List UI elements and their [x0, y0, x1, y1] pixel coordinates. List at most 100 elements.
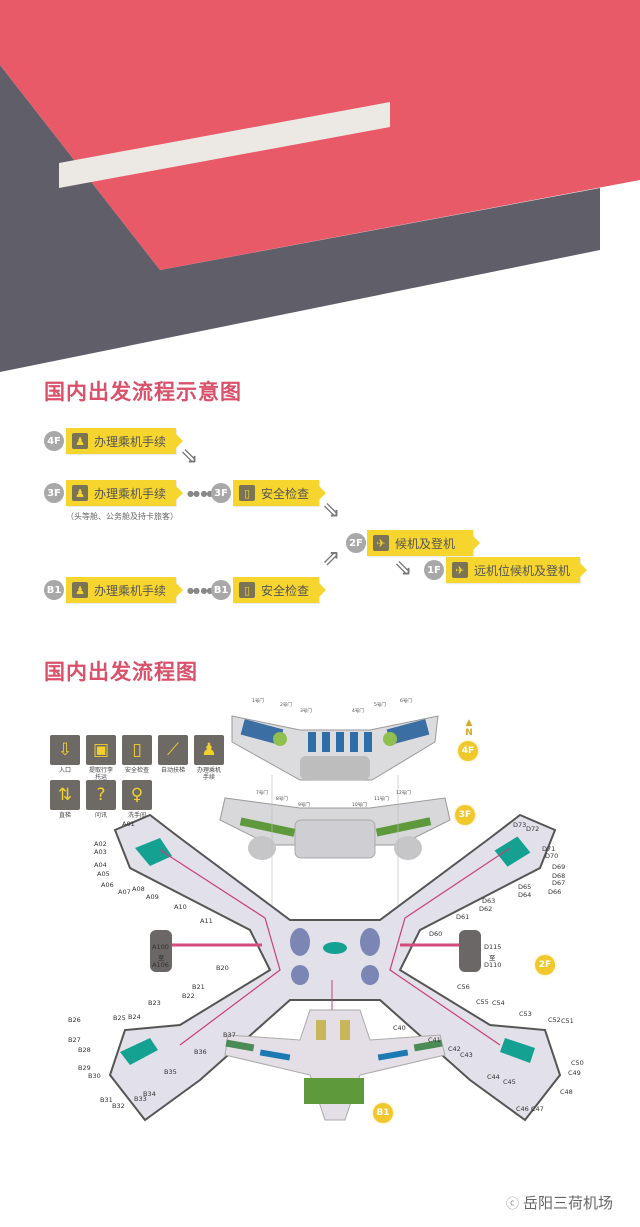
remote-stand-label: D110: [484, 961, 502, 969]
escalator-down-icon: ⇘: [322, 498, 341, 523]
gate-label: C56: [457, 983, 470, 991]
gate-label: A10: [174, 903, 187, 911]
gate-label: C52: [548, 1016, 561, 1024]
gate-label: B30: [88, 1072, 101, 1080]
floor-badge-3f: 3F: [455, 805, 475, 825]
gate-label: C50: [571, 1059, 584, 1067]
terminal-map: [108, 715, 562, 1122]
security-icon: ▯: [239, 485, 255, 501]
remote-stand-label: 至: [489, 954, 496, 962]
legend-label: 提取行李 托运: [88, 767, 113, 781]
legend-label: 办理乘机 手续: [196, 767, 221, 781]
gate-label: D73: [513, 821, 527, 829]
step-4f-checkin: ♟ 办理乘机手续: [66, 428, 184, 454]
gate-label: B25: [113, 1014, 126, 1022]
map-title: 国内出发流程图: [44, 660, 198, 684]
gate-label: C51: [561, 1017, 574, 1025]
floor-badge: 4F: [44, 431, 64, 451]
checkin-icon: ♟: [72, 485, 88, 501]
step-label: 远机位候机及登机: [474, 563, 571, 578]
floor-3f-plan: [219, 775, 451, 950]
gate-label: B31: [100, 1096, 113, 1104]
gate-label: D70: [545, 852, 559, 860]
watermark-text: 岳阳三荷机场: [523, 1194, 614, 1212]
legend-item: ♀洗手间: [122, 780, 152, 819]
gate-label: C54: [492, 999, 505, 1007]
gate-label: A03: [94, 848, 107, 856]
legend-item: ?问讯: [86, 780, 116, 819]
elevator-icon: ⇅: [50, 780, 80, 810]
footsteps-icon: ●● ●●: [187, 586, 213, 595]
step-3f-security: ▯安全检查: [233, 480, 327, 506]
entrance-icon: ⇩: [50, 735, 80, 765]
gate-label: B36: [194, 1048, 207, 1056]
gate-label: A07: [118, 888, 131, 896]
gate-label: C40: [393, 1024, 406, 1032]
restroom-icon: ♀: [122, 780, 152, 810]
gate-label: C55: [476, 998, 489, 1006]
floor-badge-2f: 2F: [535, 955, 555, 975]
gate-label: D62: [479, 905, 493, 913]
gate-label: D71: [542, 845, 556, 853]
legend-item: ⟋自动扶梯: [158, 735, 188, 774]
legend-item: ♟办理乘机 手续: [194, 735, 224, 781]
escalator-up-icon: ⇗: [322, 546, 341, 571]
remote-stand-label: 至: [158, 954, 165, 962]
gate-label: C43: [460, 1051, 473, 1059]
question-icon: ?: [86, 780, 116, 810]
banner-gray-shape: [0, 65, 600, 372]
step-label: 办理乘机手续: [94, 486, 167, 501]
floor-2f-plan: [108, 813, 562, 1122]
flow-title: 国内出发流程示意图: [44, 380, 242, 404]
gate-label: C44: [487, 1073, 500, 1081]
gate-label: D65: [518, 883, 532, 891]
gate-label: A11: [200, 917, 213, 925]
legend-item: ▣提取行李 托运: [86, 735, 116, 781]
gate-label: D68: [552, 872, 566, 880]
remote-stand-label: A106: [152, 961, 169, 969]
gate-label: B24: [128, 1013, 141, 1021]
step-label: 办理乘机手续: [94, 434, 167, 449]
gate-label: D67: [552, 879, 566, 887]
step-label: 候机及登机: [395, 536, 456, 551]
floor-badge-4f: 4F: [458, 741, 478, 761]
gate-label: B20: [216, 964, 229, 972]
gate-label: A02: [94, 840, 107, 848]
floor-4f-plan: [231, 715, 439, 781]
escalator-down-icon: ⇘: [180, 444, 199, 469]
gate-label: B29: [78, 1064, 91, 1072]
wechat-icon: ⓒ: [506, 1197, 520, 1212]
legend-item: ⇅直梯: [50, 780, 80, 819]
floor-badge: B1: [211, 580, 231, 600]
gate-label: D61: [456, 913, 470, 921]
boarding-icon: ✈: [373, 535, 389, 551]
legend-label: 入口: [58, 767, 71, 774]
step-label: 办理乘机手续: [94, 583, 167, 598]
gate-label: B32: [112, 1102, 125, 1110]
gate-label: B23: [148, 999, 161, 1007]
door-label: 9号门: [298, 803, 310, 808]
gate-label: B33: [134, 1095, 147, 1103]
floor-badge: 3F: [44, 483, 64, 503]
gate-label: B34: [143, 1090, 156, 1098]
remote-stand-d: [459, 930, 481, 972]
door-label: 2号门: [280, 703, 292, 708]
floor-badge-b1: B1: [373, 1103, 393, 1123]
gate-label: D63: [482, 897, 496, 905]
gate-label: C49: [568, 1069, 581, 1077]
north-label: N: [465, 728, 473, 738]
escalator-down-icon: ⇘: [394, 556, 413, 581]
door-label: 8号门: [276, 797, 288, 802]
step-note: （头等舱、公务舱及持卡旅客）: [66, 512, 178, 521]
door-label: 11号门: [374, 797, 389, 802]
checkin-icon: ♟: [72, 433, 88, 449]
door-label: 3号门: [300, 709, 312, 714]
checkin-icon: ♟: [72, 582, 88, 598]
gate-label: A05: [97, 870, 110, 878]
floor-badge: 1F: [424, 560, 444, 580]
escalator-icon: ⟋: [158, 735, 188, 765]
gate-label: B28: [78, 1046, 91, 1054]
remote-stand-a: [150, 930, 172, 972]
floor-badge: 2F: [346, 533, 366, 553]
